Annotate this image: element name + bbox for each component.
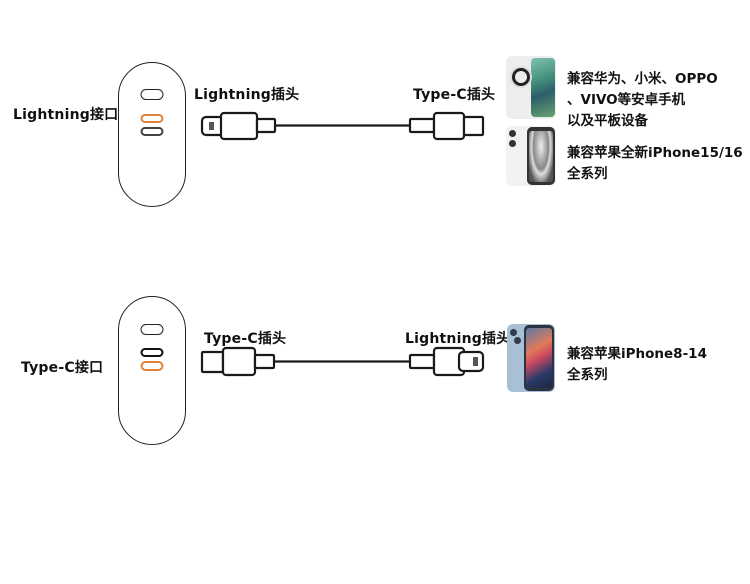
- android-phone-image: [506, 56, 556, 119]
- port-bottom: [140, 127, 164, 136]
- compat-text-android: 兼容华为、小米、OPPO 、VIVO等安卓手机 以及平板设备: [567, 69, 718, 132]
- compat-line: 全系列: [567, 367, 608, 383]
- charger-body: [118, 296, 186, 445]
- right-plug-label: Type-C插头: [413, 87, 496, 103]
- compat-line: 以及平板设备: [567, 113, 648, 129]
- port-middle: [140, 348, 164, 357]
- iphone-8-14-image: [507, 324, 555, 392]
- compat-line: 兼容华为、小米、OPPO: [567, 71, 718, 87]
- iphone-15-16-image: [506, 126, 556, 186]
- port-label-lightning: Lightning接口: [13, 107, 119, 123]
- compat-line: 兼容苹果iPhone8-14: [567, 346, 707, 362]
- compat-line: 、VIVO等安卓手机: [567, 92, 686, 108]
- compat-text-iphone-15-16: 兼容苹果全新iPhone15/16 全系列: [567, 143, 743, 185]
- compat-text-iphone-8-14: 兼容苹果iPhone8-14 全系列: [567, 344, 707, 386]
- right-plug-label: Lightning插头: [405, 331, 511, 347]
- compat-line: 兼容苹果全新iPhone15/16: [567, 145, 743, 161]
- port-middle-highlighted: [140, 114, 164, 123]
- port-top: [140, 324, 164, 335]
- charger-body: [118, 62, 186, 207]
- compat-line: 全系列: [567, 166, 608, 182]
- port-top: [140, 89, 164, 100]
- lightning-plug-icon: [408, 346, 485, 377]
- port-label-type-c: Type-C接口: [21, 360, 104, 376]
- left-plug-label: Lightning插头: [194, 87, 300, 103]
- left-plug-label: Type-C插头: [204, 331, 287, 347]
- port-bottom-highlighted: [140, 361, 164, 371]
- type-c-plug-icon: [408, 111, 485, 141]
- type-c-plug-icon: [200, 346, 276, 377]
